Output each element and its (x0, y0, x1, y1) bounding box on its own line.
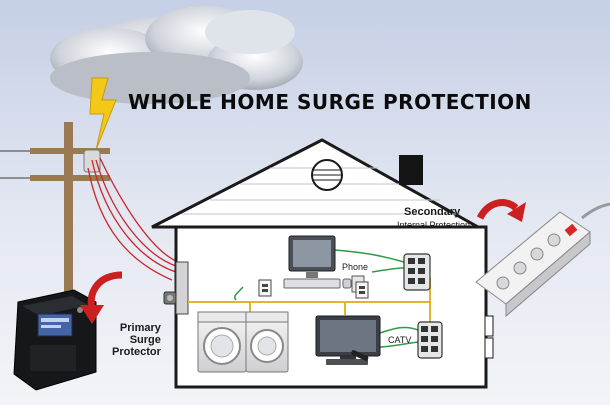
diagram-title: WHOLE HOME SURGE PROTECTION (128, 90, 532, 114)
outlet-icon-1 (258, 279, 272, 297)
computer-icon (283, 235, 365, 293)
secondary-label: Secondary (404, 206, 461, 218)
service-panel-icon (163, 261, 189, 315)
primary-label-line3: Protector (112, 346, 161, 358)
phone-label: Phone (342, 262, 369, 272)
internal-protection-label: Internal Protection (397, 220, 471, 230)
primary-label-line2: Surge (129, 334, 161, 346)
outlet-icon-2 (355, 281, 369, 299)
secondary-protector-icon-1 (403, 253, 431, 291)
dryer-icon (245, 311, 289, 373)
secondary-protector-icon-2 (417, 321, 443, 359)
primary-surge-label: Primary Surge Protector (112, 322, 161, 358)
power-strip-icon (475, 202, 610, 318)
television-icon (315, 315, 381, 365)
utility-pole-icon (0, 122, 110, 292)
lightning-bolt-icon (89, 77, 117, 151)
washer-icon (197, 311, 247, 373)
arrow-to-primary-icon (80, 271, 123, 324)
arrow-to-power-strip-icon (476, 199, 526, 222)
storm-cloud-icon (50, 6, 303, 104)
catv-label: CATV (388, 335, 412, 345)
service-drop-wires (87, 157, 179, 281)
primary-label-line1: Primary (119, 322, 161, 334)
primary-surge-protector-icon (13, 289, 97, 391)
